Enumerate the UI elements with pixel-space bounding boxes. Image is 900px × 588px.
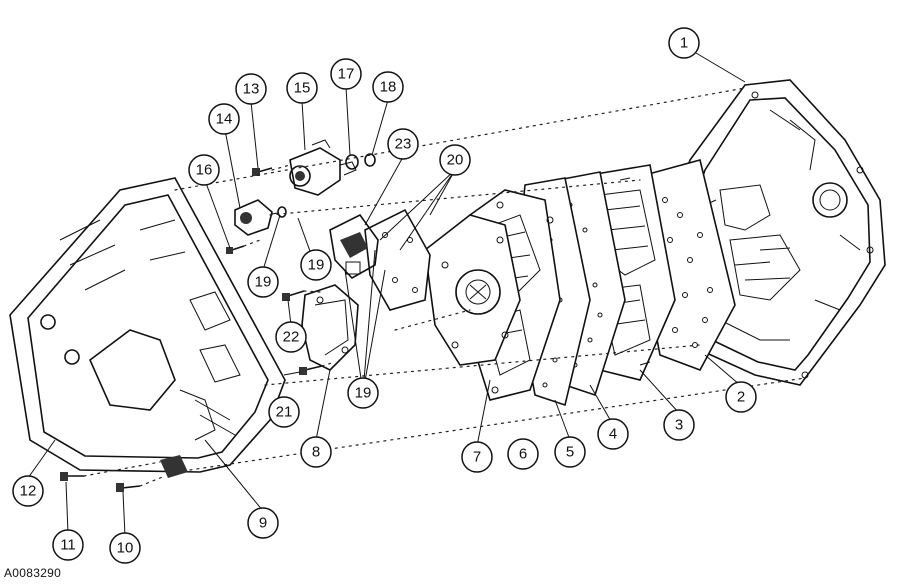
callout-13-label: 13 bbox=[243, 81, 260, 98]
callout-22-label: 22 bbox=[283, 329, 300, 346]
bolt-10 bbox=[116, 483, 141, 492]
callout-13: 13 bbox=[235, 73, 267, 105]
callout-16-label: 16 bbox=[196, 162, 213, 179]
callout-1: 1 bbox=[668, 27, 700, 59]
callout-19-c: 19 bbox=[347, 377, 379, 409]
valve-body-cover bbox=[9, 177, 286, 478]
callout-10-label: 10 bbox=[117, 540, 134, 557]
callout-1-label: 1 bbox=[680, 35, 688, 52]
callout-18-label: 18 bbox=[380, 79, 397, 96]
leader-lines bbox=[27, 52, 746, 537]
callout-11: 11 bbox=[52, 529, 84, 561]
callout-12-label: 12 bbox=[20, 483, 37, 500]
callout-16: 16 bbox=[188, 154, 220, 186]
shift-solenoid-assembly bbox=[329, 213, 379, 280]
callout-2-label: 2 bbox=[737, 389, 745, 406]
drawing-code: A0083290 bbox=[4, 566, 62, 580]
bolt-22 bbox=[282, 290, 305, 301]
callout-8-label: 8 bbox=[312, 444, 320, 461]
callout-21: 21 bbox=[268, 396, 300, 428]
bolt-16 bbox=[226, 245, 245, 254]
callout-15-label: 15 bbox=[294, 80, 311, 97]
callout-8: 8 bbox=[300, 436, 332, 468]
speed-sensor bbox=[234, 199, 287, 236]
bolt-21 bbox=[299, 365, 323, 375]
callout-4: 4 bbox=[597, 418, 629, 450]
callout-23-label: 23 bbox=[395, 136, 412, 153]
callout-11-label: 11 bbox=[60, 537, 76, 554]
callout-19-a-label: 19 bbox=[255, 274, 272, 291]
callout-15: 15 bbox=[286, 72, 318, 104]
callout-23: 23 bbox=[387, 128, 419, 160]
callout-18: 18 bbox=[372, 71, 404, 103]
callout-17: 17 bbox=[330, 58, 362, 90]
callout-19-c-label: 19 bbox=[355, 385, 372, 402]
callout-10: 10 bbox=[109, 532, 141, 564]
callout-9: 9 bbox=[247, 507, 279, 539]
callout-3-label: 3 bbox=[675, 417, 683, 434]
callout-17-label: 17 bbox=[338, 66, 355, 83]
callout-9-label: 9 bbox=[259, 515, 267, 532]
callout-4-label: 4 bbox=[609, 426, 617, 443]
callout-3: 3 bbox=[663, 409, 695, 441]
callout-2: 2 bbox=[725, 381, 757, 413]
callout-19-a: 19 bbox=[247, 266, 279, 298]
callout-22: 22 bbox=[275, 321, 307, 353]
pump-cover bbox=[424, 214, 521, 366]
callout-19-b: 19 bbox=[300, 249, 332, 281]
bolt-13 bbox=[252, 167, 273, 176]
o-ring-seals bbox=[345, 153, 376, 170]
callout-5-label: 5 bbox=[566, 444, 574, 461]
callout-5: 5 bbox=[554, 436, 586, 468]
epc-solenoid bbox=[289, 139, 357, 196]
callout-20-label: 20 bbox=[447, 152, 464, 169]
callout-20: 20 bbox=[439, 144, 471, 176]
callout-6: 6 bbox=[507, 438, 539, 470]
callout-7: 7 bbox=[461, 441, 493, 473]
callout-19-b-label: 19 bbox=[308, 257, 325, 274]
valve-body-bracket bbox=[301, 284, 359, 371]
callout-12: 12 bbox=[12, 475, 44, 507]
solenoid-body-gasket bbox=[364, 208, 431, 311]
callout-7-label: 7 bbox=[473, 449, 481, 466]
alignment-lines bbox=[83, 87, 806, 487]
callout-21-label: 21 bbox=[276, 404, 293, 421]
callout-14: 14 bbox=[208, 103, 240, 135]
callout-6-label: 6 bbox=[519, 446, 527, 463]
bolt-11 bbox=[60, 472, 84, 481]
callout-14-label: 14 bbox=[216, 111, 233, 128]
